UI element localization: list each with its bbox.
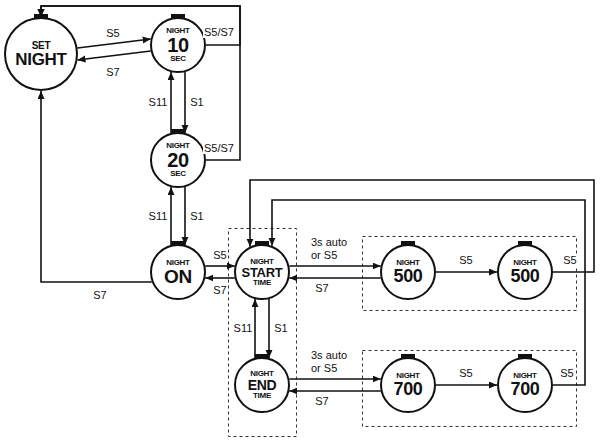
flow-arrow xyxy=(436,384,497,386)
watch-button-lug xyxy=(401,354,415,359)
watch-button-lug xyxy=(255,354,269,359)
flow-arrow xyxy=(41,91,152,282)
display-text: NIGHT xyxy=(15,51,66,68)
watch-display: NIGHT700 xyxy=(380,357,436,413)
watch-display: NIGHTENDTIME xyxy=(234,357,290,413)
button-label: S5/S7 xyxy=(203,142,235,155)
flow-arrow xyxy=(268,299,270,358)
button-label: S11 xyxy=(148,96,169,109)
flow-arrow xyxy=(170,72,172,133)
display-text: NIGHT xyxy=(513,259,536,267)
watch-button-lug xyxy=(171,241,185,246)
watch-display: NIGHTSTARTTIME xyxy=(234,244,290,300)
display-text: 500 xyxy=(510,267,539,285)
display-text: 500 xyxy=(393,267,422,285)
display-text: SEC xyxy=(170,55,186,63)
watch-button-lug xyxy=(401,241,415,246)
button-label: S5/S7 xyxy=(203,26,235,39)
watch-display: NIGHT500 xyxy=(497,244,553,300)
dashed-group-frame xyxy=(229,229,297,437)
button-label: S5 xyxy=(212,249,227,262)
display-text: SEC xyxy=(170,170,186,178)
display-text: 20 xyxy=(167,150,189,170)
dashed-group-frame xyxy=(363,351,577,427)
watch-button-lug xyxy=(171,14,185,19)
display-text: 10 xyxy=(167,35,189,55)
watch-display: NIGHT500 xyxy=(380,244,436,300)
flow-arrow xyxy=(184,72,186,133)
display-text: NIGHT xyxy=(166,27,189,35)
display-text: NIGHT xyxy=(250,258,273,266)
button-label: S5 xyxy=(105,27,120,40)
button-label: S7 xyxy=(212,284,227,297)
display-text: SET xyxy=(32,41,51,51)
display-text: 700 xyxy=(510,380,539,398)
flow-arrow xyxy=(289,390,380,392)
display-text: 700 xyxy=(393,380,422,398)
flow-arrow xyxy=(41,6,240,160)
flow-arrow xyxy=(436,271,497,273)
button-label: S1 xyxy=(189,96,204,109)
watch-display: NIGHTON xyxy=(150,244,206,300)
display-text: NIGHT xyxy=(396,372,419,380)
flow-arrow xyxy=(254,299,256,358)
display-text: START xyxy=(242,266,283,279)
watch-display: NIGHT10SEC xyxy=(150,17,206,73)
flow-arrow xyxy=(272,200,585,385)
display-text: TIME xyxy=(253,392,271,400)
button-label: 3s auto or S5 xyxy=(310,349,358,374)
button-label: S1 xyxy=(273,322,288,335)
watch-button-lug xyxy=(34,14,48,19)
display-text: NIGHT xyxy=(166,142,189,150)
watch-button-lug xyxy=(518,354,532,359)
button-label: S7 xyxy=(314,282,329,295)
button-label: S5 xyxy=(562,254,577,267)
flow-arrow xyxy=(78,39,151,48)
flow-arrow xyxy=(170,187,172,245)
watch-display: NIGHT700 xyxy=(497,357,553,413)
watch-button-lug xyxy=(255,241,269,246)
flow-arrow xyxy=(78,51,151,60)
display-text: END xyxy=(248,378,277,392)
button-label: S11 xyxy=(148,210,169,223)
button-label: S11 xyxy=(233,322,254,335)
button-label: 3s auto or S5 xyxy=(310,236,358,261)
button-label: S7 xyxy=(105,66,120,79)
button-label: S5 xyxy=(559,367,574,380)
display-text: ON xyxy=(164,267,192,286)
display-text: NIGHT xyxy=(166,259,189,267)
display-text: NIGHT xyxy=(396,259,419,267)
flow-arrow xyxy=(205,277,234,279)
watch-button-lug xyxy=(171,129,185,134)
button-label: S5 xyxy=(458,254,473,267)
flow-arrow xyxy=(289,265,380,267)
flow-arrow xyxy=(289,378,380,380)
button-label: S1 xyxy=(189,210,204,223)
flow-arrow xyxy=(184,187,186,245)
button-label: S5 xyxy=(458,367,473,380)
watch-display: SETNIGHT xyxy=(4,17,78,91)
watch-display: NIGHT20SEC xyxy=(150,132,206,188)
dashed-group-frame xyxy=(363,237,577,311)
display-text: NIGHT xyxy=(513,372,536,380)
watch-button-lug xyxy=(518,241,532,246)
display-text: TIME xyxy=(253,279,271,287)
display-text: NIGHT xyxy=(250,370,273,378)
button-label: S7 xyxy=(92,289,107,302)
button-label: S7 xyxy=(314,395,329,408)
flow-arrow xyxy=(205,265,234,267)
flow-arrow xyxy=(289,277,380,279)
